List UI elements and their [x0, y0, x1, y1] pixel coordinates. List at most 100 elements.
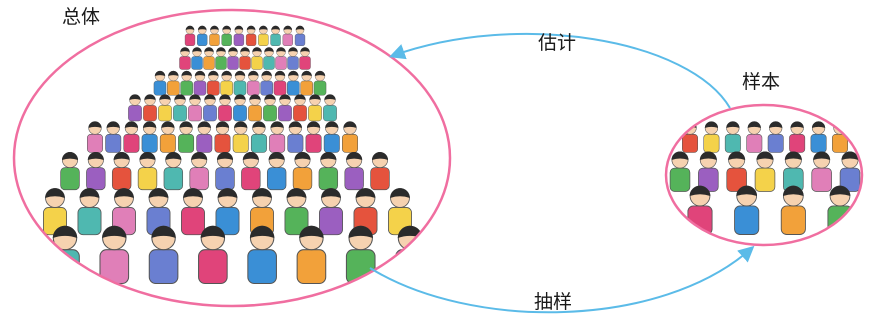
estimate-label: 估计 — [538, 32, 577, 54]
person-figure — [250, 121, 267, 153]
person-figure — [215, 47, 227, 70]
person-figure — [287, 121, 304, 153]
person-figure — [698, 151, 719, 192]
person-figure — [263, 47, 275, 70]
person-figure — [178, 121, 195, 153]
person-figure — [767, 121, 784, 153]
person-figure — [305, 121, 322, 153]
person-figure — [275, 47, 287, 70]
person-figure — [323, 121, 340, 153]
sample-crowd-illustration — [669, 121, 861, 235]
person-figure — [207, 70, 220, 96]
person-figure — [188, 94, 202, 122]
person-figure — [197, 25, 208, 46]
person-figure — [810, 121, 827, 153]
person-figure — [318, 152, 339, 191]
person-figure — [209, 25, 220, 46]
person-figure — [77, 188, 102, 236]
person-figure — [214, 121, 231, 153]
person-figure — [241, 152, 261, 191]
person-figure — [148, 225, 179, 285]
person-figure — [293, 94, 307, 122]
person-figure — [203, 47, 215, 70]
sampling-arrow — [369, 245, 755, 314]
person-figure — [344, 152, 364, 191]
person-figure — [811, 151, 832, 192]
person-figure — [163, 152, 184, 191]
person-figure — [143, 94, 157, 122]
person-figure — [141, 121, 158, 153]
person-figure — [111, 152, 132, 191]
person-figure — [269, 121, 286, 153]
person-figure — [292, 152, 313, 191]
person-figure — [247, 70, 260, 96]
sample-ellipse — [664, 103, 864, 247]
person-figure — [370, 152, 390, 191]
person-figure — [754, 151, 776, 192]
person-figure — [260, 70, 273, 96]
sampling-label: 抽样 — [534, 291, 573, 313]
person-figure — [167, 70, 180, 96]
person-figure — [158, 94, 172, 122]
person-figure — [313, 70, 327, 96]
person-figure — [181, 188, 205, 236]
person-figure — [789, 121, 806, 153]
person-figure — [196, 121, 213, 153]
person-figure — [273, 70, 287, 96]
person-figure — [323, 94, 337, 122]
person-figure — [724, 121, 741, 153]
person-figure — [287, 70, 300, 96]
person-figure — [299, 47, 311, 70]
person-figure — [251, 47, 263, 70]
person-figure — [278, 94, 292, 122]
person-figure — [345, 225, 376, 285]
person-figure — [284, 188, 309, 236]
person-figure — [248, 94, 262, 122]
person-figure — [319, 188, 343, 236]
person-figure — [86, 152, 106, 191]
person-figure — [294, 25, 306, 46]
person-figure — [232, 121, 249, 153]
person-figure — [159, 121, 176, 153]
person-figure — [780, 185, 806, 235]
person-figure — [105, 121, 122, 153]
person-figure — [123, 121, 140, 153]
person-figure — [263, 94, 277, 122]
person-figure — [191, 47, 203, 70]
person-figure — [258, 25, 269, 46]
person-figure — [218, 94, 232, 122]
person-figure — [193, 70, 207, 96]
person-figure — [173, 94, 187, 122]
person-figure — [282, 25, 293, 46]
person-figure — [308, 94, 322, 122]
person-figure — [184, 25, 196, 46]
person-figure — [99, 225, 130, 285]
person-figure — [179, 47, 191, 70]
person-figure — [233, 25, 245, 46]
person-figure — [189, 152, 209, 191]
population-crowd-illustration — [43, 25, 425, 285]
population-label: 总体 — [62, 6, 101, 28]
person-figure — [287, 47, 299, 70]
person-figure — [342, 121, 358, 153]
person-figure — [233, 94, 247, 122]
person-figure — [203, 94, 217, 122]
person-figure — [726, 151, 747, 192]
person-figure — [220, 70, 233, 96]
person-figure — [60, 152, 80, 191]
estimate-arrow — [388, 33, 731, 109]
person-figure — [87, 121, 103, 153]
person-figure — [227, 47, 239, 70]
sample-label: 样本 — [742, 71, 781, 93]
person-figure — [239, 47, 251, 70]
person-figure — [198, 225, 228, 285]
person-figure — [669, 151, 691, 192]
person-figure — [153, 70, 167, 96]
person-figure — [245, 25, 257, 46]
person-figure — [180, 70, 193, 96]
person-figure — [703, 121, 720, 153]
person-figure — [128, 94, 142, 122]
person-figure — [247, 225, 277, 285]
